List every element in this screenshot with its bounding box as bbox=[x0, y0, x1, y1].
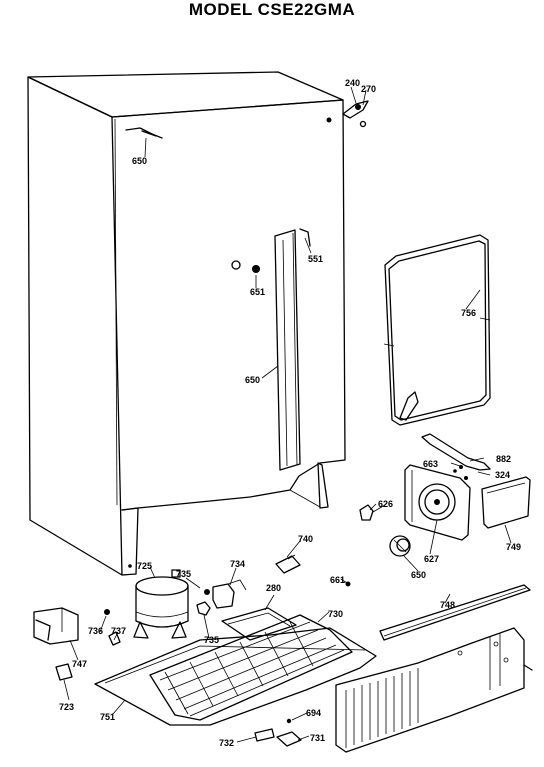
part-label: 735 bbox=[176, 569, 191, 579]
fan-bracket-assembly bbox=[359, 433, 531, 557]
part-labels: 240 270 650 551 651 650 756 882 663 324 … bbox=[59, 78, 521, 748]
leader-lines bbox=[63, 137, 512, 743]
part-label: 737 bbox=[111, 626, 126, 636]
part-label: 749 bbox=[506, 542, 521, 552]
part-label: 650 bbox=[245, 375, 260, 385]
part-label: 740 bbox=[298, 534, 313, 544]
part-label: 240 bbox=[345, 78, 360, 88]
part-label: 663 bbox=[423, 459, 438, 469]
part-label: 651 bbox=[250, 287, 265, 297]
part-label: 734 bbox=[230, 559, 245, 569]
door-gasket bbox=[383, 234, 491, 426]
compressor-assembly bbox=[33, 554, 301, 681]
part-label: 324 bbox=[495, 470, 510, 480]
part-label: 756 bbox=[461, 308, 476, 318]
part-label: 694 bbox=[306, 708, 321, 718]
part-label: 730 bbox=[328, 609, 343, 619]
part-label: 661 bbox=[330, 575, 345, 585]
part-label: 650 bbox=[132, 156, 147, 166]
part-label: 736 bbox=[88, 626, 103, 636]
cabinet-case bbox=[27, 71, 346, 576]
part-label: 747 bbox=[72, 659, 87, 669]
part-label: 751 bbox=[100, 712, 115, 722]
rear-access-cover bbox=[335, 584, 533, 753]
part-label: 882 bbox=[496, 454, 511, 464]
part-label: 725 bbox=[137, 561, 152, 571]
part-label: 270 bbox=[361, 84, 376, 94]
part-label: 626 bbox=[378, 499, 393, 509]
part-label: 735 bbox=[204, 635, 219, 645]
condenser-base-pan bbox=[94, 607, 377, 747]
part-label: 731 bbox=[310, 733, 325, 743]
part-label: 280 bbox=[266, 583, 281, 593]
part-label: 732 bbox=[219, 738, 234, 748]
part-label: 650 bbox=[411, 570, 426, 580]
part-label: 748 bbox=[440, 600, 455, 610]
hinge-assembly bbox=[342, 86, 369, 128]
part-label: 551 bbox=[308, 254, 323, 264]
part-label: 627 bbox=[424, 554, 439, 564]
part-label: 723 bbox=[59, 702, 74, 712]
diagram-title: MODEL CSE22GMA bbox=[188, 0, 356, 19]
